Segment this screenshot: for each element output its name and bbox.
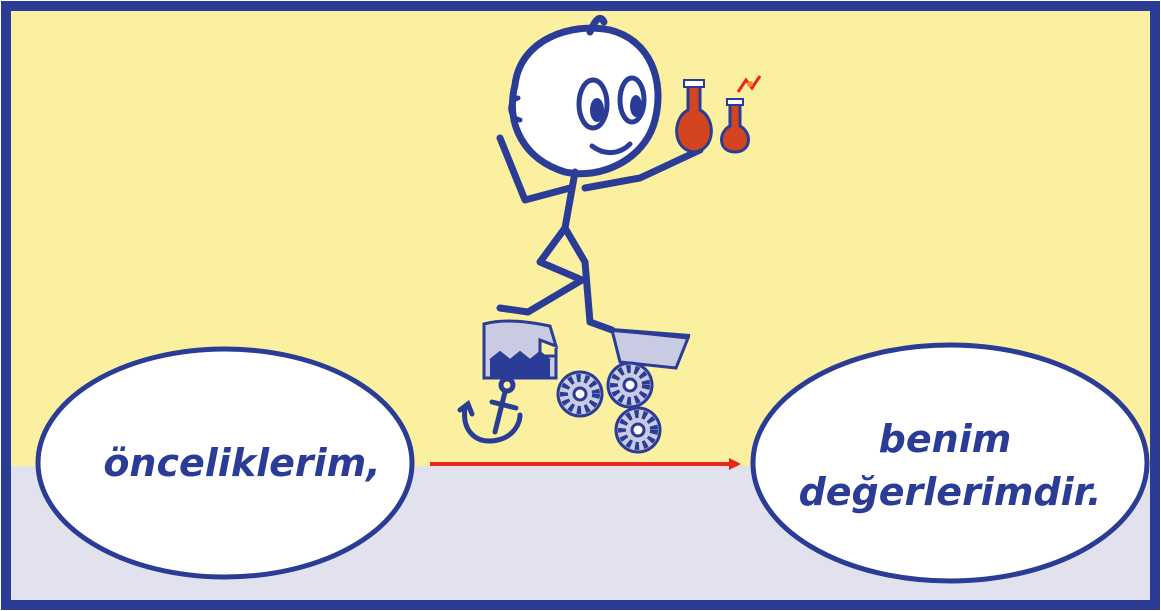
right-bubble-line2: değerlerimdir.	[799, 470, 1102, 514]
right-bubble-line1: benim	[879, 417, 1012, 461]
left-bubble-text: önceliklerim,	[103, 441, 380, 485]
right-ellipse	[753, 345, 1147, 581]
right-bubble: benim değerlerimdir.	[753, 345, 1147, 581]
left-bubble: önceliklerim,	[38, 349, 412, 577]
tray-icon	[612, 330, 690, 368]
